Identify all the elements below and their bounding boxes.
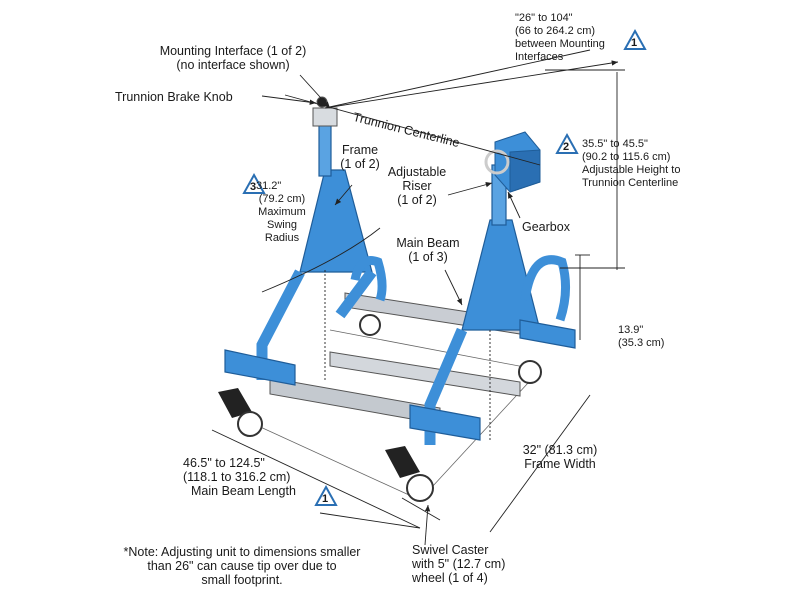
length-dim-line [211,429,421,529]
label-frame: Frame (1 of 2) [340,143,380,171]
left-riser [318,117,332,177]
span-dim-line-end [324,49,591,109]
badge-span-icon [623,28,647,50]
frame-width-line [489,394,591,533]
badge-length-icon [314,484,338,506]
leader-gearbox [507,191,521,219]
left-leg-back [335,268,377,319]
note-tip-over: *Note: Adjusting unit to dimensions smal… [123,545,361,587]
span-dim-line [324,60,619,109]
leader-riser [447,182,493,196]
badge-height-icon [555,132,579,154]
label-swivel-caster: Swivel Caster with 5" (12.7 cm) wheel (1… [412,543,506,585]
label-riser-height: 13.9" (35.3 cm) [618,324,665,349]
leader-frame [334,184,353,206]
badge-swing-number: 3 [250,181,257,193]
right-cross-arm [409,404,481,441]
label-swing-radius: 31.2" (79.2 cm) Maximum Swing Radius [256,180,306,244]
trunnion-centerline-line [284,94,541,166]
left-cross-arm [224,349,296,386]
leader-lines [211,49,625,546]
right-rear-arm [519,319,576,349]
right-frame [409,164,576,445]
main-beam-middle [329,351,521,397]
badge-height-number: 2 [563,141,570,153]
caster-front-right [385,446,434,502]
swing-radius-arc [261,227,381,293]
label-gearbox: Gearbox [522,220,570,234]
badge-swing-icon [242,172,266,194]
gearbox-handwheel [484,149,510,175]
leader-mounting [299,74,331,109]
caster-back-right [518,360,542,384]
label-mounting-span: "26" to 104" (66 to 264.2 cm) between Mo… [515,12,605,63]
label-main-beam-length: 46.5" to 124.5" (118.1 to 316.2 cm) Main… [183,456,296,498]
label-frame-width: 32" (81.3 cm) Frame Width [522,443,598,471]
label-adjustable-height: 35.5" to 45.5" (90.2 to 115.6 cm) Adjust… [582,138,681,189]
gearbox [484,131,541,193]
right-handle [520,255,570,322]
caster-back-left [359,314,381,336]
caster-ext [401,497,441,521]
label-adjustable-riser: Adjustable Riser (1 of 2) [387,165,447,207]
trunnion-heads [312,96,338,127]
left-handle [350,256,387,302]
casters [218,314,542,502]
leader-main-beam [444,269,463,306]
label-mounting-interface: Mounting Interface (1 of 2) (no interfac… [159,44,307,72]
leader-brake [261,95,317,105]
badge-length-number: 1 [322,493,329,505]
leader-caster [424,504,431,546]
leader-length [319,512,421,529]
caster-front-left [218,388,263,437]
left-trunnion-head [312,107,338,127]
label-trunnion-brake-knob: Trunnion Brake Knob [115,90,233,104]
label-main-beam: Main Beam (1 of 3) [396,236,460,264]
badge-span-number: 1 [631,37,638,49]
